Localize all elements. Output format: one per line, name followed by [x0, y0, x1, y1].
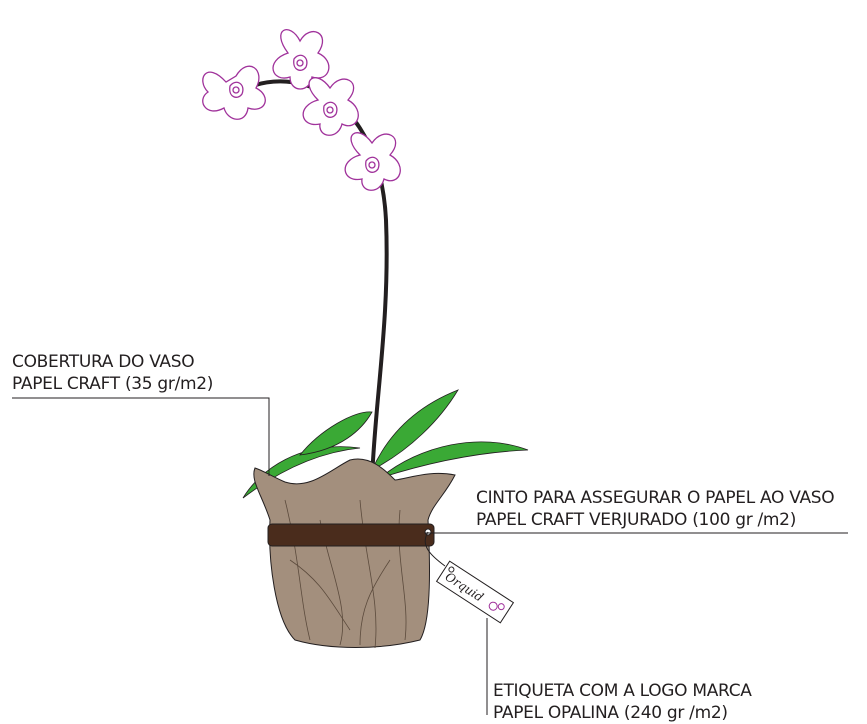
orchid-leaves: [242, 389, 529, 499]
label-tag-line1: ETIQUETA COM A LOGO MARCA: [493, 681, 752, 701]
tag-string: [424, 531, 446, 567]
label-belt-line1: CINTO PARA ASSEGURAR O PAPEL AO VASO: [476, 488, 835, 508]
leader-lines: [12, 397, 848, 715]
flower-2: [272, 29, 330, 90]
label-tag-line2: PAPEL OPALINA (240 gr /m2): [493, 703, 728, 723]
orchid-flowers: [202, 29, 401, 191]
tag-orchid-mark: [488, 601, 505, 611]
pot-cover: [253, 458, 456, 649]
label-pot-cover-line1: COBERTURA DO VASO: [12, 352, 195, 372]
leaf-right-high: [371, 389, 459, 471]
label-pot-cover-line2: PAPEL CRAFT (35 gr/m2): [12, 374, 214, 394]
flower-4: [344, 132, 401, 191]
label-pot-cover: COBERTURA DO VASO PAPEL CRAFT (35 gr/m2): [12, 351, 213, 395]
label-belt: CINTO PARA ASSEGURAR O PAPEL AO VASO PAP…: [476, 487, 835, 531]
label-belt-line2: PAPEL CRAFT VERJURADO (100 gr /m2): [476, 510, 797, 530]
pot-belt: [267, 523, 435, 547]
leaf-left-high: [299, 411, 373, 456]
label-tag: ETIQUETA COM A LOGO MARCA PAPEL OPALINA …: [493, 680, 752, 724]
product-tag: [435, 560, 515, 624]
flower-1: [202, 65, 266, 120]
leader-cover: [12, 397, 270, 476]
flower-3: [302, 77, 359, 136]
leaf-right-low: [379, 441, 529, 479]
